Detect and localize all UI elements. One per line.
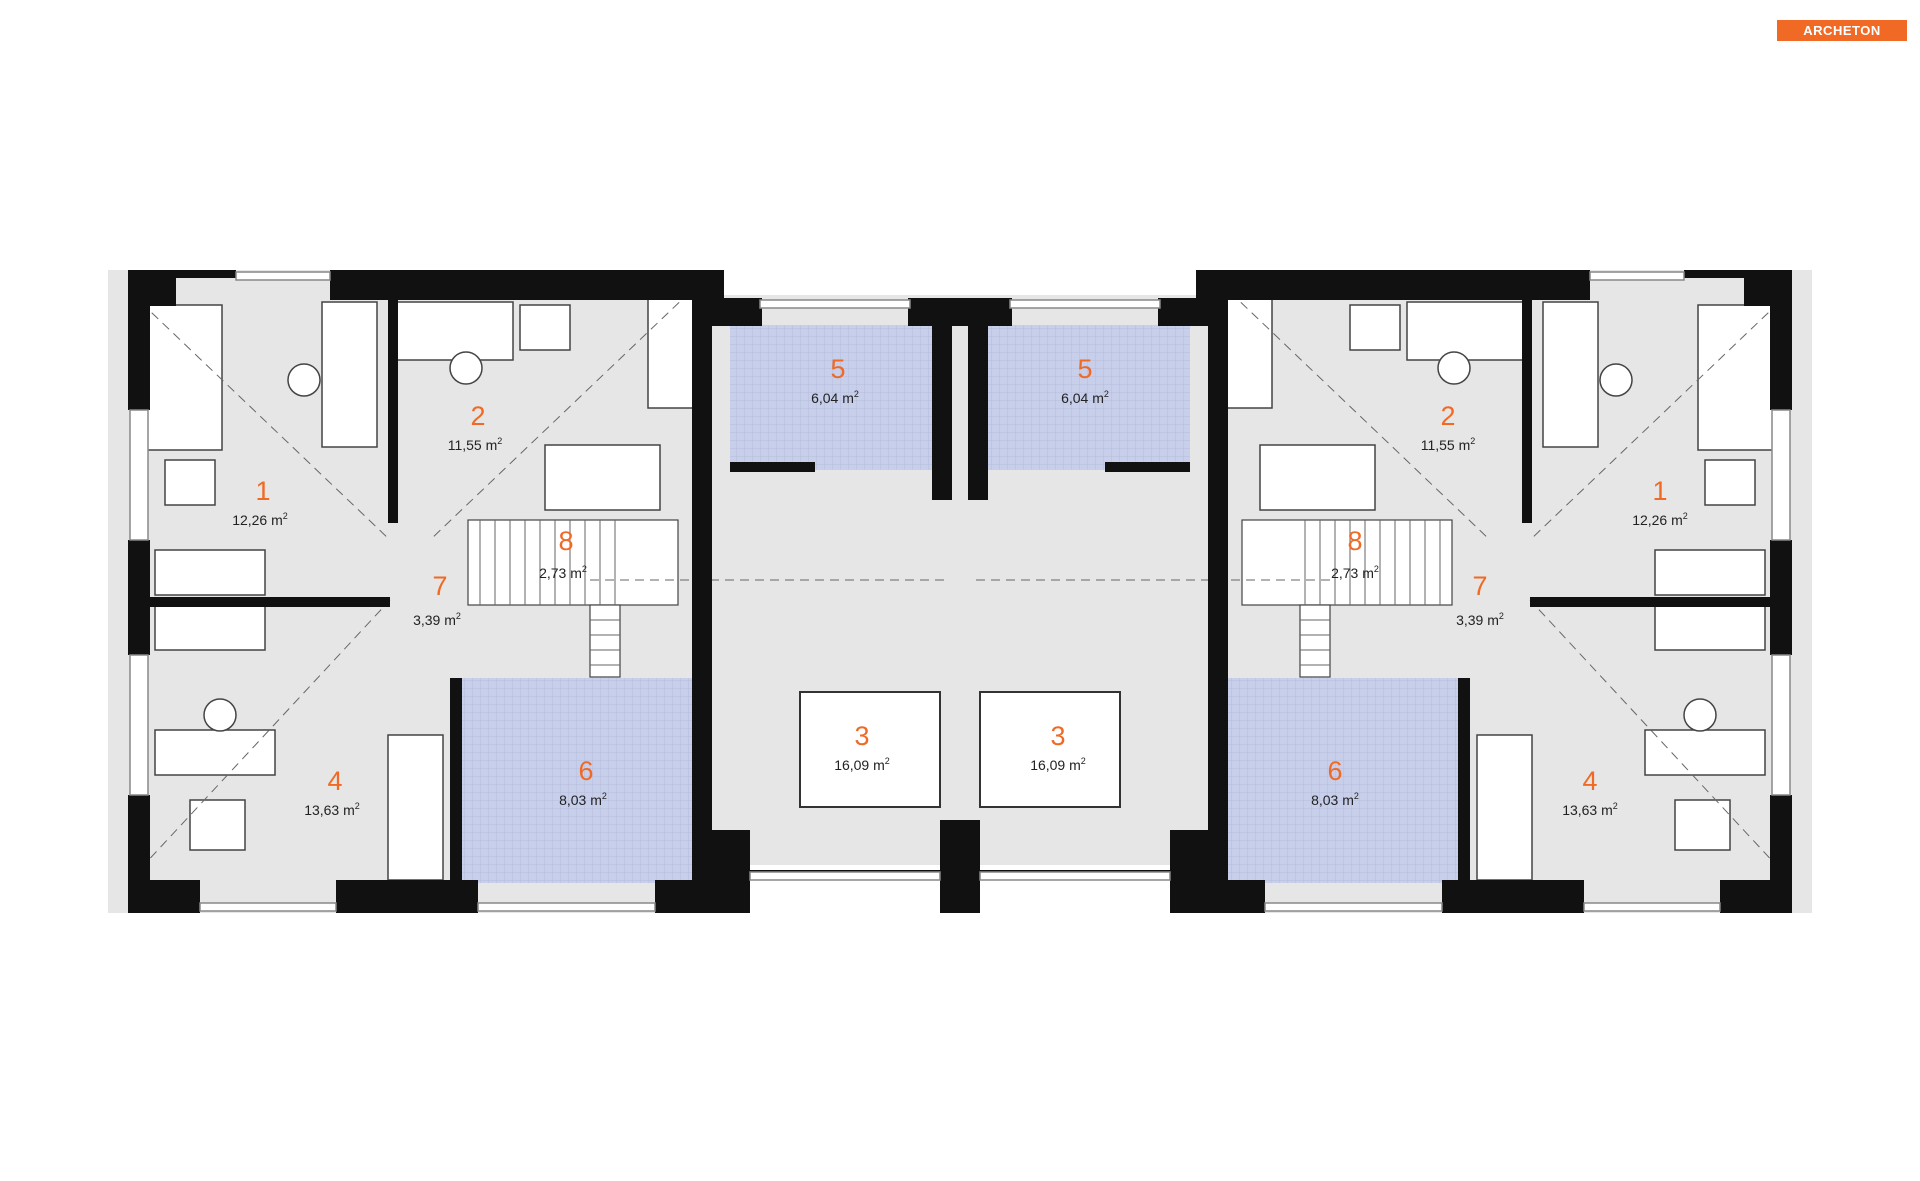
room-label-R5: 5 6,04 m2 [1061, 354, 1109, 406]
room-label-R8: 8 2,73 m2 [1331, 526, 1379, 581]
room-label-R2: 2 11,55 m2 [1421, 401, 1476, 453]
room-label-L4: 4 13,63 m2 [304, 766, 360, 818]
room-label-L1: 1 12,26 m2 [232, 476, 288, 528]
room-area: 3,39 m2 [413, 611, 461, 628]
room-area: 2,73 m2 [1331, 564, 1379, 581]
room-number: 4 [327, 766, 342, 796]
room-area: 8,03 m2 [559, 791, 607, 808]
room-area: 13,63 m2 [1562, 801, 1618, 818]
room-label-L7: 7 3,39 m2 [413, 571, 461, 628]
room-area: 16,09 m2 [834, 756, 890, 773]
room-label-L8: 8 2,73 m2 [539, 526, 587, 581]
room-area: 12,26 m2 [1632, 511, 1688, 528]
room-label-L6: 6 8,03 m2 [559, 756, 607, 808]
room-area: 13,63 m2 [304, 801, 360, 818]
room-area: 2,73 m2 [539, 564, 587, 581]
room-number: 4 [1582, 766, 1597, 796]
room-area: 12,26 m2 [232, 511, 288, 528]
room-label-R3: 3 16,09 m2 [1030, 721, 1086, 773]
room-number: 5 [1077, 354, 1092, 384]
room-label-L5: 5 6,04 m2 [811, 354, 859, 406]
room-area: 3,39 m2 [1456, 611, 1504, 628]
room-number: 8 [558, 526, 573, 556]
room-number: 7 [1472, 571, 1487, 601]
room-number: 2 [470, 401, 485, 431]
room-number: 3 [1050, 721, 1065, 751]
room-area: 11,55 m2 [1421, 436, 1476, 453]
room-number: 8 [1347, 526, 1362, 556]
room-label-R6: 6 8,03 m2 [1311, 756, 1359, 808]
room-number: 3 [854, 721, 869, 751]
logo-text: ARCHETON [1803, 23, 1881, 38]
room-number: 1 [1652, 476, 1667, 506]
room-label-R4: 4 13,63 m2 [1562, 766, 1618, 818]
room-number: 1 [255, 476, 270, 506]
room-label-R7: 7 3,39 m2 [1456, 571, 1504, 628]
room-number: 6 [578, 756, 593, 786]
room-number: 6 [1327, 756, 1342, 786]
room-area: 6,04 m2 [1061, 389, 1109, 406]
room-number: 5 [830, 354, 845, 384]
room-label-L2: 2 11,55 m2 [448, 401, 503, 453]
room-area: 11,55 m2 [448, 436, 503, 453]
archeton-logo: ARCHETON [1777, 20, 1907, 41]
room-number: 7 [432, 571, 447, 601]
room-label-L3: 3 16,09 m2 [834, 721, 890, 773]
room-label-R1: 1 12,26 m2 [1632, 476, 1688, 528]
room-area: 8,03 m2 [1311, 791, 1359, 808]
room-area: 6,04 m2 [811, 389, 859, 406]
room-area: 16,09 m2 [1030, 756, 1086, 773]
room-number: 2 [1440, 401, 1455, 431]
